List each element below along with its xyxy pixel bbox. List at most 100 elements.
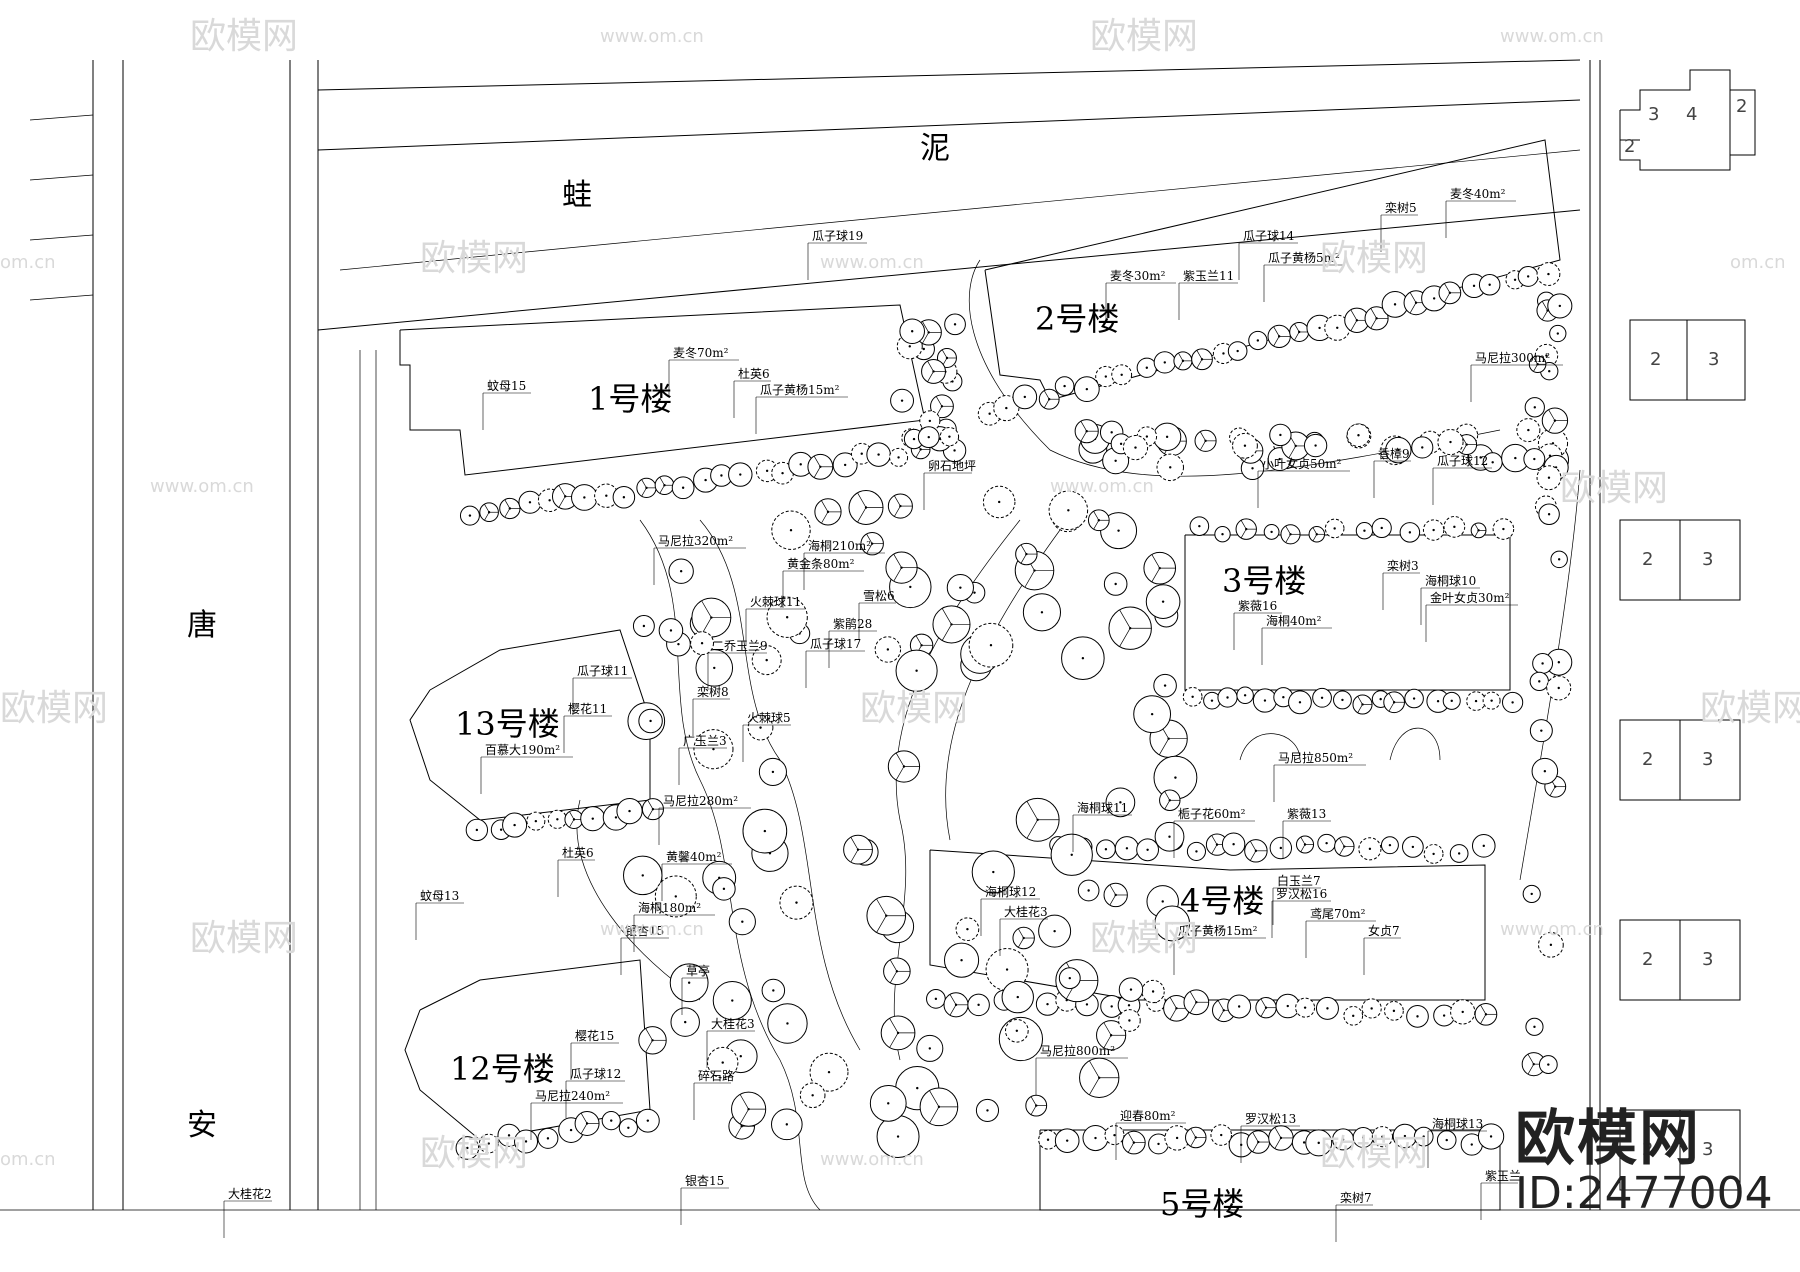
tree-branch [1350, 309, 1358, 321]
tree-center [1128, 627, 1132, 630]
tree-center [895, 970, 899, 973]
watermark-url-short: om.cn [0, 252, 56, 273]
tree-center [1457, 852, 1461, 855]
tree-center [1200, 358, 1204, 361]
tree-center [1554, 785, 1557, 788]
plant-label: 瓜子球12 [570, 1067, 621, 1081]
tree-branch [1240, 520, 1247, 530]
tree-center [1474, 699, 1478, 703]
tree-branch [889, 1032, 899, 1048]
tree-center [524, 1140, 528, 1143]
tree-center [642, 624, 646, 628]
tree-branch [1151, 567, 1161, 583]
tree-center [870, 542, 874, 545]
tree-center [932, 370, 935, 373]
tree-center [1243, 444, 1247, 447]
tree-branch [641, 479, 647, 489]
tree-branch [1480, 1014, 1487, 1024]
tree-center [1174, 776, 1177, 779]
tree-center [1263, 699, 1267, 702]
tree-center [1220, 1133, 1223, 1137]
tree-branch [1548, 420, 1556, 432]
watermark-brand: 欧模网 [190, 918, 298, 959]
tree-branch [1169, 1008, 1177, 1020]
tree-center [1167, 737, 1170, 740]
tree-center [1502, 527, 1505, 531]
tree-branch [857, 492, 867, 508]
watermark-url: www.om.cn [820, 252, 924, 273]
tree-center [1408, 531, 1412, 534]
watermark-brand: 欧模网 [1560, 468, 1668, 509]
tree-branch [484, 512, 490, 521]
tree-branch [1461, 435, 1467, 445]
tree-center [1412, 697, 1416, 700]
tree-center [1361, 1136, 1365, 1139]
watermark-url: www.om.cn [600, 26, 704, 47]
tree-center [534, 819, 538, 823]
tree-center [1104, 375, 1108, 378]
tree-center [684, 1020, 687, 1024]
neighbor-num: 2 [1642, 749, 1653, 770]
tree-center [720, 474, 723, 477]
neighbor-num: 3 [1702, 749, 1713, 770]
building-1-label: 1号楼 [588, 380, 672, 418]
tree-center [1005, 968, 1009, 971]
tree-center [1314, 444, 1317, 447]
tree-center [1015, 1029, 1019, 1032]
plant-label: 小叶女贞50m² [1262, 456, 1342, 471]
tree-center [546, 1137, 550, 1140]
plant-label: 大桂花3 [1004, 904, 1048, 919]
tree-center [1526, 275, 1530, 278]
tree-branch [1294, 331, 1300, 341]
tree-center [1169, 466, 1172, 469]
tree-center [1357, 434, 1360, 437]
plant-label: 瓜子球11 [577, 664, 628, 678]
tree-branch [1109, 894, 1116, 906]
tree-branch [1103, 1035, 1112, 1049]
tree-center [1343, 845, 1346, 848]
tree-center [1341, 698, 1344, 702]
tree-center [740, 1125, 743, 1128]
tree-branch [1093, 520, 1100, 530]
tree-center [1303, 1006, 1307, 1009]
tree-branch [1357, 696, 1363, 705]
tree-center [1165, 435, 1169, 439]
tree-branch [1080, 420, 1088, 432]
tree-center [954, 1003, 958, 1007]
tree-center [1198, 524, 1201, 528]
tree-center [1215, 843, 1219, 846]
tree-branch [484, 503, 490, 513]
tree-center [1114, 459, 1117, 462]
tree-branch [739, 1094, 749, 1110]
neighbor-num: 4 [1686, 104, 1697, 125]
tree-center [1161, 900, 1164, 903]
tree-center [1270, 530, 1273, 534]
tree-branch [889, 971, 898, 983]
tree-center [1465, 443, 1468, 446]
plant-label: 瓜子球12 [1437, 454, 1488, 468]
tree-branch [927, 360, 934, 372]
tree-center [741, 920, 744, 923]
tree-center [997, 500, 1001, 504]
tree-branch [893, 567, 902, 582]
tree-branch [1169, 997, 1177, 1009]
tree-branch [1409, 302, 1417, 314]
plant-label: 栾树3 [1387, 558, 1419, 573]
tree-center [1432, 528, 1435, 532]
tree-center [1416, 1015, 1419, 1018]
plant-label: 大桂花3 [711, 1016, 755, 1031]
tree-branch [895, 766, 905, 781]
tree-center [1392, 1009, 1396, 1013]
tree-branch [1217, 1000, 1225, 1011]
tree-center [771, 770, 775, 774]
tree-center [1170, 922, 1174, 925]
tree-branch [1388, 693, 1395, 703]
tree-center [591, 817, 594, 820]
tree-center [1547, 476, 1551, 479]
tree-center [1432, 852, 1435, 856]
tree-branch [1190, 1137, 1197, 1147]
tree-center [475, 828, 479, 832]
plant-label: 女贞7 [1368, 923, 1400, 938]
tree-branch [927, 371, 934, 382]
tree-center [1033, 569, 1036, 572]
